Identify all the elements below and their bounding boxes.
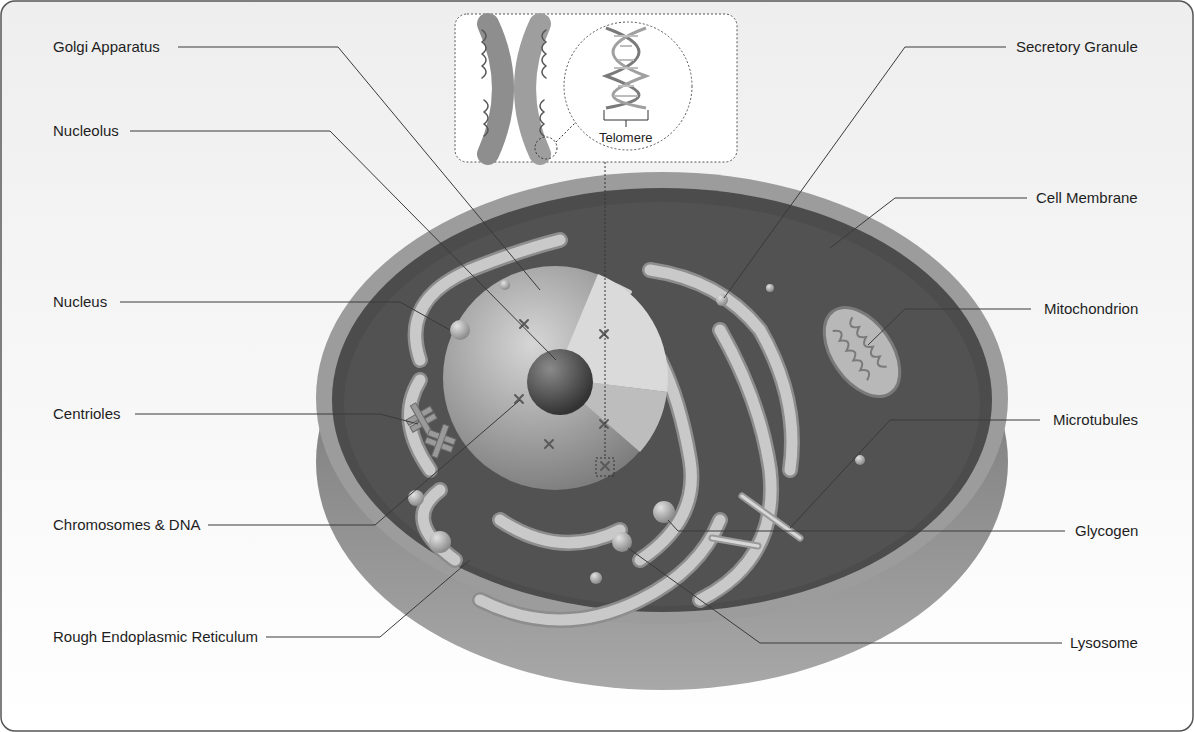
organelle-label: Secretory Granule xyxy=(1016,38,1138,56)
organelle-label: Chromosomes & DNA xyxy=(53,516,201,534)
organelle-label: Cell Membrane xyxy=(1036,189,1138,207)
organelle-label: Lysosome xyxy=(1070,634,1138,652)
organelle-label: Rough Endoplasmic Reticulum xyxy=(53,628,258,646)
organelle-label: Nucleus xyxy=(53,293,107,311)
organelle-label: Glycogen xyxy=(1075,522,1138,540)
organelle-label: Microtubules xyxy=(1053,411,1138,429)
organelle-label: Golgi Apparatus xyxy=(53,38,160,56)
organelle-label: Mitochondrion xyxy=(1044,300,1138,318)
organelle-label: Centrioles xyxy=(53,405,121,423)
inset-label: Telomere xyxy=(599,130,652,146)
organelle-label: Nucleolus xyxy=(53,122,119,140)
